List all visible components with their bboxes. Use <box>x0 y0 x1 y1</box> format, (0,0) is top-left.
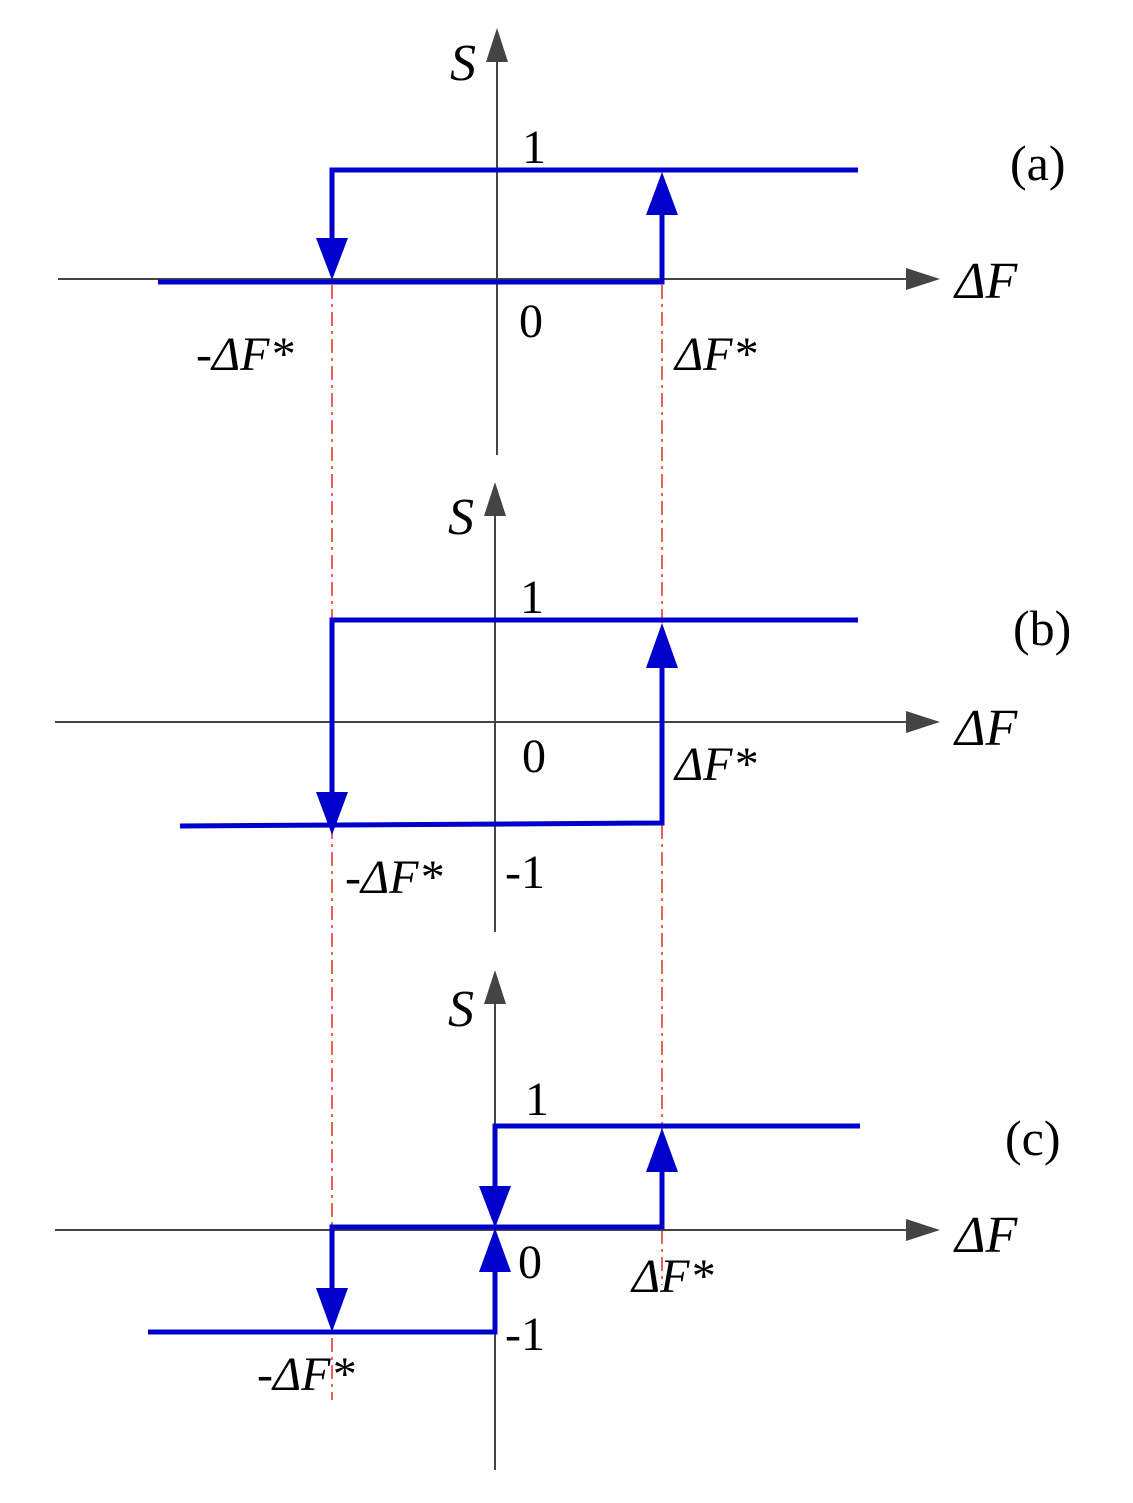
panel-b-tick-one: 1 <box>520 571 544 624</box>
panel-c-axes <box>55 1000 910 1470</box>
panel-a-lower-branch <box>158 215 665 285</box>
panel-a-neg-threshold-label: -ΔF* <box>196 328 293 381</box>
panel-c-up-arrow-right <box>646 1128 678 1172</box>
panel-c-tick-neg-one: -1 <box>505 1308 545 1361</box>
panel-a-upper-branch <box>329 167 858 240</box>
panel-a-down-arrow <box>316 238 348 280</box>
panel-c-tick-zero: 0 <box>518 1236 542 1289</box>
panel-c-y-axis-label: S <box>448 981 474 1038</box>
panel-c-upper-branch <box>492 1123 860 1188</box>
panel-b: S ΔF 1 0 -1 -ΔF* ΔF* (b) <box>55 482 1071 932</box>
panel-b-down-arrow <box>316 792 348 835</box>
panel-a-curve <box>158 167 858 285</box>
panel-c-label: (c) <box>1005 1110 1061 1166</box>
panel-b-tick-neg-one: -1 <box>505 846 545 899</box>
panel-c-middle-left-branch <box>329 1224 495 1290</box>
panel-a-y-axis-label: S <box>450 35 476 92</box>
panel-c-down-arrow-center <box>479 1186 511 1228</box>
panel-a: S ΔF 1 0 -ΔF* ΔF* (a) <box>58 28 1066 455</box>
panel-c-middle-right-branch <box>495 1172 665 1230</box>
panel-b-pos-threshold-label: ΔF* <box>673 738 757 791</box>
panel-b-tick-zero: 0 <box>522 730 546 783</box>
panel-c-lower-branch <box>148 1270 498 1335</box>
panel-c-pos-threshold-label: ΔF* <box>630 1250 714 1303</box>
panel-b-y-axis-arrow <box>484 482 506 516</box>
panel-b-lower-branch <box>179 668 665 829</box>
panel-c-neg-threshold-label: -ΔF* <box>257 1348 354 1401</box>
panel-a-x-axis-label: ΔF <box>953 253 1019 310</box>
panel-c-curve <box>148 1123 860 1335</box>
panel-a-tick-zero: 0 <box>519 295 543 348</box>
panel-a-label: (a) <box>1010 135 1066 191</box>
panel-a-y-axis-arrow <box>486 28 508 62</box>
panel-b-up-arrow <box>646 623 678 668</box>
panel-b-y-axis-label: S <box>448 489 474 546</box>
panel-a-axes <box>58 60 912 455</box>
panel-c-x-axis-arrow <box>906 1219 940 1241</box>
panel-c-x-axis-label: ΔF <box>953 1207 1019 1264</box>
panel-b-x-axis-arrow <box>906 711 940 733</box>
panel-a-tick-one: 1 <box>522 121 546 174</box>
panel-c-y-axis-arrow <box>484 970 506 1004</box>
panel-c-up-arrow-center <box>479 1228 511 1272</box>
panel-b-label: (b) <box>1013 600 1071 656</box>
panel-c-down-arrow-left <box>316 1288 348 1332</box>
panel-b-upper-branch <box>329 617 858 793</box>
panel-b-axes <box>55 512 910 932</box>
panel-b-neg-threshold-label: -ΔF* <box>345 851 442 904</box>
panel-b-curve <box>179 617 858 829</box>
panel-c: S ΔF 1 0 -1 -ΔF* ΔF* (c) <box>55 970 1061 1470</box>
panel-a-up-arrow <box>646 172 678 215</box>
panel-a-x-axis-arrow <box>906 268 940 290</box>
panel-c-tick-one: 1 <box>525 1073 549 1126</box>
panel-b-x-axis-label: ΔF <box>953 700 1019 757</box>
panel-a-pos-threshold-label: ΔF* <box>673 328 757 381</box>
